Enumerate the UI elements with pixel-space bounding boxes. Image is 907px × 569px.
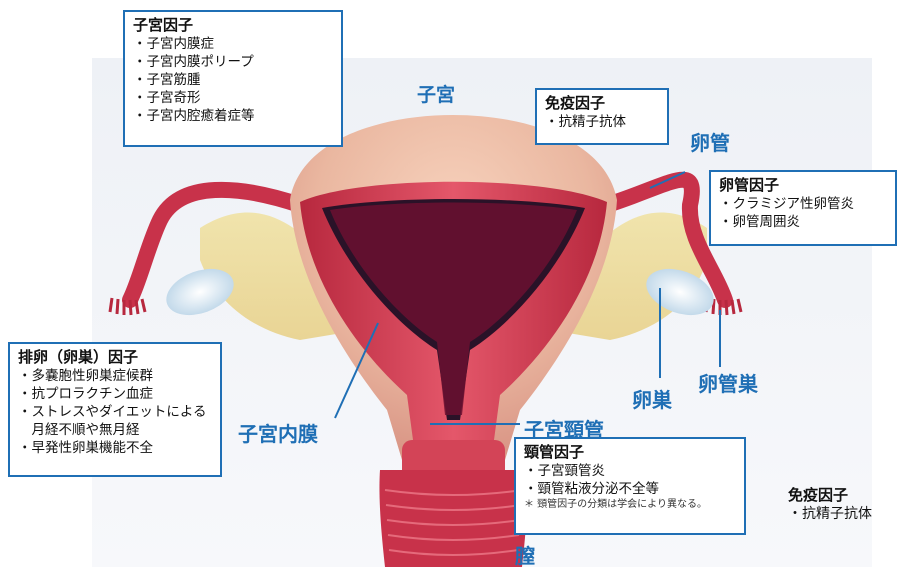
tubal-factor-item: ・卵管周囲炎 <box>719 213 887 231</box>
uterine-factor-item: ・子宮内腔癒着症等 <box>133 107 333 125</box>
cervical-factor-item: ・子宮頸管炎 <box>524 462 736 480</box>
immune-factor-box-top: 免疫因子 ・抗精子抗体 <box>535 88 669 145</box>
ovulation-factor-item: ・多嚢胞性卵巣症候群 <box>18 367 212 385</box>
ovulation-factor-box: 排卵（卵巣）因子 ・多嚢胞性卵巣症候群 ・抗プロラクチン血症 ・ストレスやダイエ… <box>8 342 222 477</box>
uterine-factor-item: ・子宮内膜症 <box>133 35 333 53</box>
cervical-factor-title: 頸管因子 <box>524 443 736 462</box>
label-vagina: 膣 <box>515 540 535 569</box>
uterine-factor-item: ・子宮筋腫 <box>133 71 333 89</box>
tubal-factor-box: 卵管因子 ・クラミジア性卵管炎 ・卵管周囲炎 <box>709 170 897 246</box>
ovulation-factor-item: ・抗プロラクチン血症 <box>18 385 212 403</box>
ovulation-factor-item: ・早発性卵巣機能不全 <box>18 439 212 457</box>
cervical-factor-item: ・頸管粘液分泌不全等 <box>524 480 736 498</box>
label-fimbria: 卵管巣 <box>698 368 758 397</box>
cervical-factor-note: ＊ 頸管因子の分類は学会により異なる。 <box>524 498 736 511</box>
immune-factor-title: 免疫因子 <box>545 94 659 113</box>
uterine-factor-box: 子宮因子 ・子宮内膜症 ・子宮内膜ポリープ ・子宮筋腫 ・子宮奇形 ・子宮内腔癒… <box>123 10 343 147</box>
ovulation-factor-item: 月経不順や無月経 <box>18 421 212 439</box>
immune-factor-item: ・抗精子抗体 <box>545 113 659 131</box>
cervical-factor-box: 頸管因子 ・子宮頸管炎 ・頸管粘液分泌不全等 ＊ 頸管因子の分類は学会により異な… <box>514 437 746 535</box>
uterine-factor-item: ・子宮奇形 <box>133 89 333 107</box>
label-fallopian-tube: 卵管 <box>690 127 730 156</box>
tubal-factor-title: 卵管因子 <box>719 176 887 195</box>
tubal-factor-item: ・クラミジア性卵管炎 <box>719 195 887 213</box>
label-uterus: 子宮 <box>417 80 455 107</box>
label-ovary: 卵巣 <box>632 384 672 413</box>
immune-factor-item: ・抗精子抗体 <box>788 505 904 524</box>
ovulation-factor-title: 排卵（卵巣）因子 <box>18 348 212 367</box>
uterine-factor-title: 子宮因子 <box>133 16 333 35</box>
immune-factor-box-bottom: 免疫因子 ・抗精子抗体 <box>788 486 904 532</box>
ovulation-factor-item: ・ストレスやダイエットによる <box>18 403 212 421</box>
label-endometrium: 子宮内膜 <box>238 418 318 447</box>
immune-factor-title: 免疫因子 <box>788 486 904 505</box>
uterine-factor-item: ・子宮内膜ポリープ <box>133 53 333 71</box>
